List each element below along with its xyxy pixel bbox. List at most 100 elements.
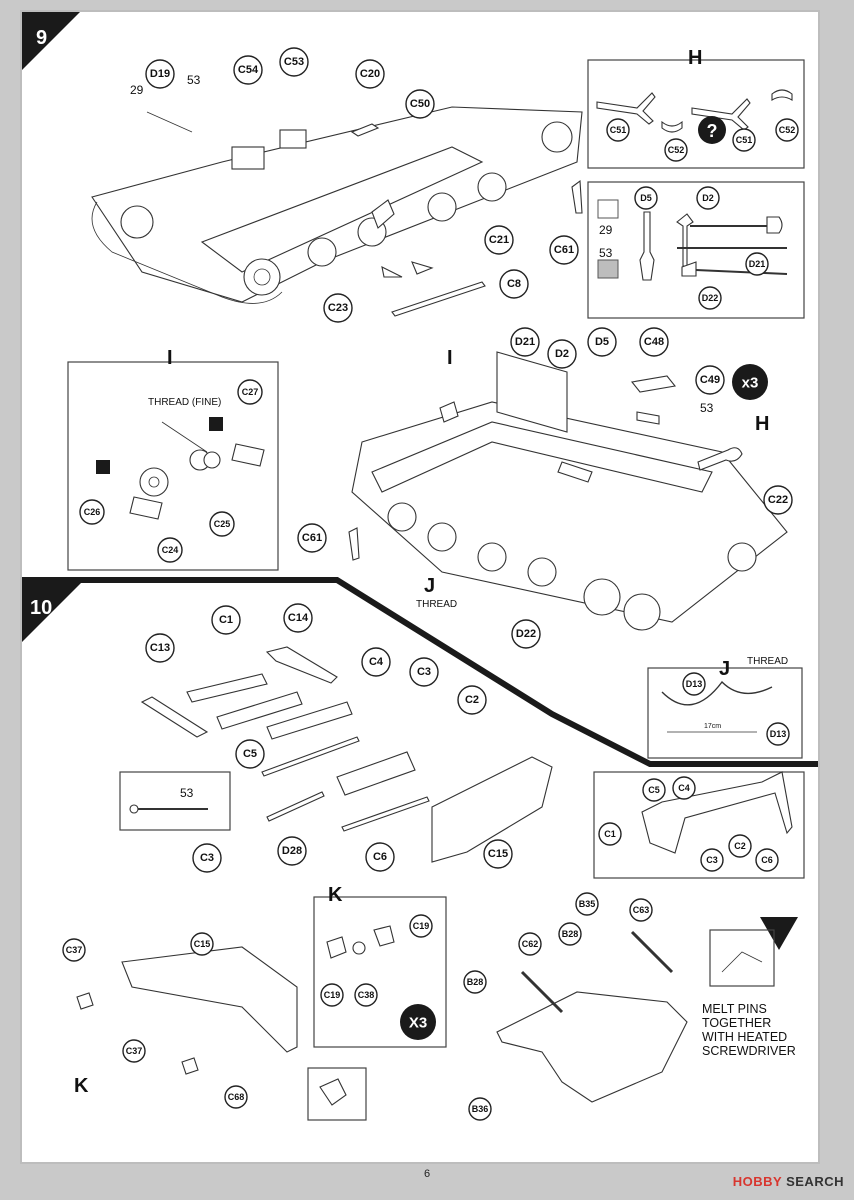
inset-i-parts [96, 417, 265, 520]
tools-drawing [639, 211, 788, 281]
callout-circle [483, 839, 513, 869]
callout-c21: C21 [489, 234, 509, 246]
callout-d13: D13 [686, 679, 703, 689]
callout-circle [277, 836, 307, 866]
callout-c3: C3 [417, 666, 431, 678]
callout-circle [672, 776, 696, 800]
callout-c50: C50 [410, 98, 430, 110]
callout-circle [323, 293, 353, 323]
callout-c8: C8 [507, 278, 521, 290]
callout-circle [297, 523, 327, 553]
callout-c3: C3 [200, 852, 214, 864]
sub-j-letter: J [424, 575, 435, 597]
callout-d21: D21 [749, 259, 766, 269]
k-detail-box [307, 1067, 367, 1121]
callout-d21: D21 [515, 336, 535, 348]
watermark-brand: HOBBY [732, 1174, 782, 1189]
callout-circle [237, 379, 263, 405]
frame-drawing [496, 991, 688, 1103]
callout-c2: C2 [465, 694, 479, 706]
callout-c3: C3 [706, 855, 718, 865]
callout-circle [728, 834, 752, 858]
melt-line-3: WITH HEATED [702, 1030, 787, 1044]
callout-circle [639, 327, 669, 357]
callout-circle [468, 1097, 492, 1121]
melt-line-1: MELT PINS [702, 1002, 767, 1016]
callout-d5: D5 [640, 193, 652, 203]
callout-c53: C53 [284, 56, 304, 68]
svg-text:?: ? [707, 121, 718, 141]
callout-d13: D13 [770, 729, 787, 739]
melt-line-2: TOGETHER [702, 1016, 771, 1030]
callout-circle [409, 657, 439, 687]
callout-b36: B36 [472, 1104, 489, 1114]
inset-i-thread: THREAD (FINE) [148, 397, 221, 408]
callout-c6: C6 [373, 851, 387, 863]
multiplier-x3: x3 [742, 375, 759, 392]
sub-h-letter: H [755, 413, 769, 435]
callout-circle [549, 235, 579, 265]
k-multiplier: X3 [409, 1015, 427, 1032]
callout-c61: C61 [302, 532, 322, 544]
page-number: 6 [423, 1168, 431, 1180]
paint-29: 29 [130, 83, 144, 97]
callout-d22: D22 [516, 628, 536, 640]
callout-c14: C14 [288, 612, 309, 624]
callout-circle [224, 1085, 248, 1109]
callout-c19: C19 [413, 921, 430, 931]
callout-c51: C51 [736, 135, 753, 145]
callout-c24: C24 [162, 545, 179, 555]
k-box-letter: K [328, 884, 343, 906]
callout-circle [732, 128, 756, 152]
callout-c22: C22 [768, 494, 788, 506]
callout-circle [598, 822, 622, 846]
callout-c52: C52 [668, 145, 685, 155]
melt-illustration-box [709, 929, 775, 987]
step-divider [22, 577, 818, 767]
callout-c15: C15 [488, 848, 508, 860]
step10-parts-drawing [140, 646, 553, 863]
callout-circle [696, 186, 720, 210]
melt-line-4: SCREWDRIVER [702, 1044, 796, 1058]
callout-circle [763, 485, 793, 515]
inset-i-letter: I [167, 347, 173, 369]
callout-circle [518, 932, 542, 956]
callout-c25: C25 [214, 519, 231, 529]
callout-circle [511, 619, 541, 649]
callout-c5: C5 [243, 748, 257, 760]
callout-c27: C27 [242, 387, 259, 397]
sub-i-letter: I [447, 347, 453, 369]
inset-j-measure: 17cm [704, 723, 721, 730]
callout-circle [320, 983, 344, 1007]
callout-circle [190, 932, 214, 956]
inset-h-parts: ? [596, 89, 793, 144]
callout-c20: C20 [360, 68, 380, 80]
callout-circle [558, 922, 582, 946]
callout-d5: D5 [595, 336, 609, 348]
inset-j-box [647, 667, 803, 759]
d28-paint: 53 [180, 786, 194, 800]
callout-c61: C61 [554, 244, 574, 256]
callout-circle [365, 842, 395, 872]
callout-circle [510, 327, 540, 357]
callout-c48: C48 [644, 336, 664, 348]
callout-c23: C23 [328, 302, 348, 314]
callout-c38: C38 [358, 990, 375, 1000]
callout-circle [79, 499, 105, 525]
callout-c62: C62 [522, 939, 539, 949]
callout-circle [745, 252, 769, 276]
tank-hull-side-view [348, 351, 788, 631]
callout-circle [279, 47, 309, 77]
callout-circle [587, 327, 617, 357]
blade-drawing [121, 946, 298, 1053]
bottom-paint-53: 53 [700, 401, 714, 415]
